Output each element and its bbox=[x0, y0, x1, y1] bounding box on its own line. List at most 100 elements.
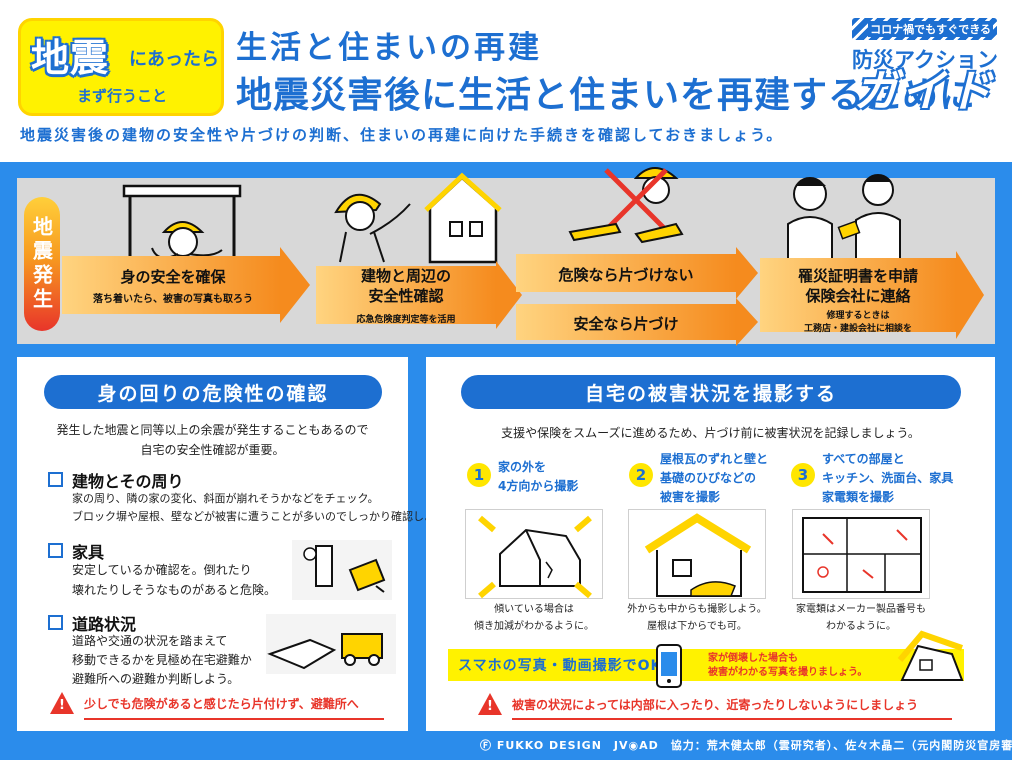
step-2-text: 屋根瓦のずれと壁と 基礎のひびなどの 被害を撮影 bbox=[660, 450, 768, 507]
brand-guide: ガイド bbox=[854, 66, 995, 117]
no-cleanup-illustration bbox=[568, 167, 684, 244]
check-item-road-desc-line-1: 道路や交通の状況を踏まえて bbox=[72, 634, 228, 648]
check-item-furniture-title: 家具 bbox=[72, 543, 105, 562]
safety-warning-text: 少しでも危険があると感じたら片付けず、避難所へ bbox=[84, 696, 359, 711]
floor-plan-illustration bbox=[792, 509, 930, 599]
step-number-2: 2 bbox=[629, 463, 653, 487]
checkbox-icon[interactable] bbox=[48, 543, 63, 558]
badge-sub-text: にあったら bbox=[129, 49, 219, 70]
flow-arrow-1 bbox=[62, 256, 280, 314]
collapsed-house-note: 家が倒壊した場合も 被害がわかる写真を撮りましょう。 bbox=[708, 652, 867, 680]
smartphone-band bbox=[448, 649, 964, 681]
badge-sub-text-2: まず行うこと bbox=[77, 87, 168, 105]
check-item-building-desc: 家の周り、隣の家の変化、斜面が崩れそうかなどをチェック。 ブロック塀や屋根、壁な… bbox=[72, 490, 456, 526]
step-2-text-line-3: 被害を撮影 bbox=[660, 490, 721, 504]
photo-record-heading: 自宅の被害状況を撮影する bbox=[461, 375, 961, 409]
collapsed-house-note-line-1: 家が倒壊した場合も bbox=[708, 653, 798, 664]
collapsed-house-illustration bbox=[897, 630, 964, 681]
photo-warning-underline bbox=[512, 718, 952, 720]
page-subtitle: 生活と住まいの再建 bbox=[236, 30, 542, 66]
step-number-1: 1 bbox=[467, 463, 491, 487]
brand-strip-text: コロナ禍でもすぐできる bbox=[868, 21, 993, 37]
flow-step-2-title-line-2: 安全性確認 bbox=[368, 287, 444, 305]
flow-step-5-title-line-1: 罹災証明書を申請 bbox=[797, 267, 918, 285]
flow-step-1-note: 落ち着いたら、被害の写真も取ろう bbox=[93, 294, 253, 305]
step-1-text: 家の外を 4方向から撮影 bbox=[498, 458, 578, 496]
step-1-caption-line-1: 傾いている場合は bbox=[494, 604, 574, 615]
title-badge: 地震 にあったら まず行うこと bbox=[18, 18, 224, 116]
step-3-text-line-2: キッチン、洗面台、家具 bbox=[822, 471, 954, 485]
step-2-text-line-1: 屋根瓦のずれと壁と bbox=[660, 452, 769, 466]
consultation-illustration bbox=[787, 174, 901, 258]
checkbox-icon[interactable] bbox=[48, 472, 63, 487]
flow-arrow-2 bbox=[316, 266, 496, 324]
step-1-caption: 傾いている場合は 傾き加減がわかるように。 bbox=[458, 601, 610, 635]
safety-check-intro-line-1: 発生した地震と同等以上の余震が発生することもあるので bbox=[56, 423, 369, 437]
header: 地震 にあったら まず行うこと 生活と住まいの再建 地震災害後に生活と住まいを再… bbox=[0, 0, 1012, 155]
checkbox-icon[interactable] bbox=[48, 615, 63, 630]
check-item-road-desc-line-2: 移動できるかを見極め在宅避難か bbox=[72, 653, 252, 667]
smartphone-icon bbox=[656, 644, 682, 688]
step-3-text: すべての部屋と キッチン、洗面台、家具 家電類を撮影 bbox=[822, 450, 953, 507]
check-item-furniture-desc-line-1: 安定しているか確認を。倒れたり bbox=[72, 563, 252, 577]
earthquake-badge: 地震発生 bbox=[24, 197, 60, 331]
fallen-furniture-illustration bbox=[292, 540, 392, 600]
check-item-furniture-desc: 安定しているか確認を。倒れたり 壊れたりしそうなものがあると危険。 bbox=[72, 560, 276, 600]
flow-step-3-title: 危険なら片づけない bbox=[558, 266, 694, 284]
check-item-road-desc-line-3: 避難所への避難か判断しよう。 bbox=[72, 672, 240, 686]
step-2-caption-line-1: 外からも中からも撮影しよう。 bbox=[627, 604, 767, 615]
warning-triangle-icon: ! bbox=[50, 692, 74, 714]
flow-step-5-note-line-2: 工務店・建設会社に相談を bbox=[803, 324, 912, 334]
step-2-caption: 外からも中からも撮影しよう。 屋根は下からでも可。 bbox=[620, 601, 774, 635]
flow-step-2-title: 建物と周辺の 安全性確認 bbox=[316, 266, 496, 306]
check-item-road-title: 道路状況 bbox=[72, 615, 137, 634]
step-1-caption-line-2: 傾き加減がわかるように。 bbox=[474, 621, 594, 632]
photo-record-intro: 支援や保険をスムーズに進めるため、片づけ前に被害状況を記録しましょう。 bbox=[501, 426, 920, 440]
flow-step-4-title: 安全なら片づけ bbox=[573, 315, 679, 333]
flow-arrow-3 bbox=[516, 254, 736, 292]
photo-warning-text: 被害の状況によっては内部に入ったり、近寄ったりしないようにしましょう bbox=[512, 697, 919, 712]
flow-arrow-5 bbox=[760, 258, 956, 332]
collapsed-house-note-line-2: 被害がわかる写真を撮りましょう。 bbox=[708, 667, 868, 678]
badge-main-text: 地震 bbox=[31, 36, 110, 80]
flow-step-2-note: 応急危険度判定等を活用 bbox=[356, 315, 456, 325]
step-3-caption: 家電類はメーカー製品番号も わかるように。 bbox=[786, 601, 936, 635]
step-2-caption-line-2: 屋根は下からでも可。 bbox=[647, 621, 747, 632]
safety-check-intro-line-2: 自宅の安全性確認が重要。 bbox=[140, 443, 285, 457]
inspector-house-illustration bbox=[334, 172, 502, 264]
step-3-caption-line-1: 家電類はメーカー製品番号も bbox=[796, 604, 926, 615]
step-3-caption-line-2: わかるように。 bbox=[826, 621, 896, 632]
damaged-road-illustration bbox=[266, 614, 396, 674]
brand-strip: コロナ禍でもすぐできる bbox=[852, 18, 997, 40]
flow-step-1-title: 身の安全を確保 bbox=[120, 268, 226, 286]
flow-step-5-note: 修理するときは 工務店・建設会社に相談を bbox=[760, 310, 956, 336]
flow-step-5-title-line-2: 保険会社に連絡 bbox=[805, 287, 911, 305]
safety-check-heading: 身の回りの危険性の確認 bbox=[44, 375, 382, 409]
check-item-building-desc-line-1: 家の周り、隣の家の変化、斜面が崩れそうかなどをチェック。 bbox=[72, 492, 379, 505]
page-title: 地震災害後に生活と住まいを再建するために bbox=[236, 75, 977, 116]
step-number-3: 3 bbox=[791, 463, 815, 487]
flow-step-2-title-line-1: 建物と周辺の bbox=[360, 267, 451, 285]
photo-warning: ! 被害の状況によっては内部に入ったり、近寄ったりしないようにしましょう bbox=[478, 693, 918, 715]
flow-arrow-4 bbox=[516, 304, 736, 340]
step-1-text-line-2: 4方向から撮影 bbox=[498, 479, 579, 493]
check-item-building-desc-line-2: ブロック塀や屋根、壁などが被害に遭うことが多いのでしっかり確認しよう。 bbox=[72, 510, 457, 523]
safety-warning-underline bbox=[84, 718, 384, 720]
smartphone-band-text: スマホの写真・動画撮影でOK bbox=[458, 658, 663, 674]
step-3-text-line-1: すべての部屋と bbox=[822, 452, 905, 466]
check-item-road-desc: 道路や交通の状況を踏まえて 移動できるかを見極め在宅避難か 避難所への避難か判断… bbox=[72, 632, 252, 689]
safety-warning: ! 少しでも危険があると感じたら片付けず、避難所へ bbox=[50, 692, 359, 714]
flow-step-5-note-line-1: 修理するときは bbox=[826, 311, 890, 321]
footer-credit: Ⓕ FUKKO DESIGN JV◉AD 協力：荒木健太郎（雲研究者）、佐々木晶… bbox=[480, 739, 1012, 752]
brand-name: 防災アクション bbox=[852, 48, 998, 72]
safety-check-intro: 発生した地震と同等以上の余震が発生することもあるので 自宅の安全性確認が重要。 bbox=[17, 420, 408, 460]
flow-step-5-title: 罹災証明書を申請 保険会社に連絡 bbox=[760, 266, 956, 306]
lead-text: 地震災害後の建物の安全性や片づけの判断、住まいの再建に向けた手続きを確認しておき… bbox=[20, 126, 784, 144]
step-3-text-line-3: 家電類を撮影 bbox=[822, 490, 895, 504]
check-item-building-title: 建物とその周り bbox=[72, 472, 184, 491]
step-1-text-line-1: 家の外を bbox=[498, 460, 547, 474]
exterior-photo-illustration bbox=[465, 509, 603, 599]
roof-photo-illustration bbox=[628, 509, 766, 599]
check-item-furniture-desc-line-2: 壊れたりしそうなものがあると危険。 bbox=[72, 583, 277, 597]
brand-logo: コロナ禍でもすぐできる 防災アクション ガイド bbox=[852, 18, 998, 118]
